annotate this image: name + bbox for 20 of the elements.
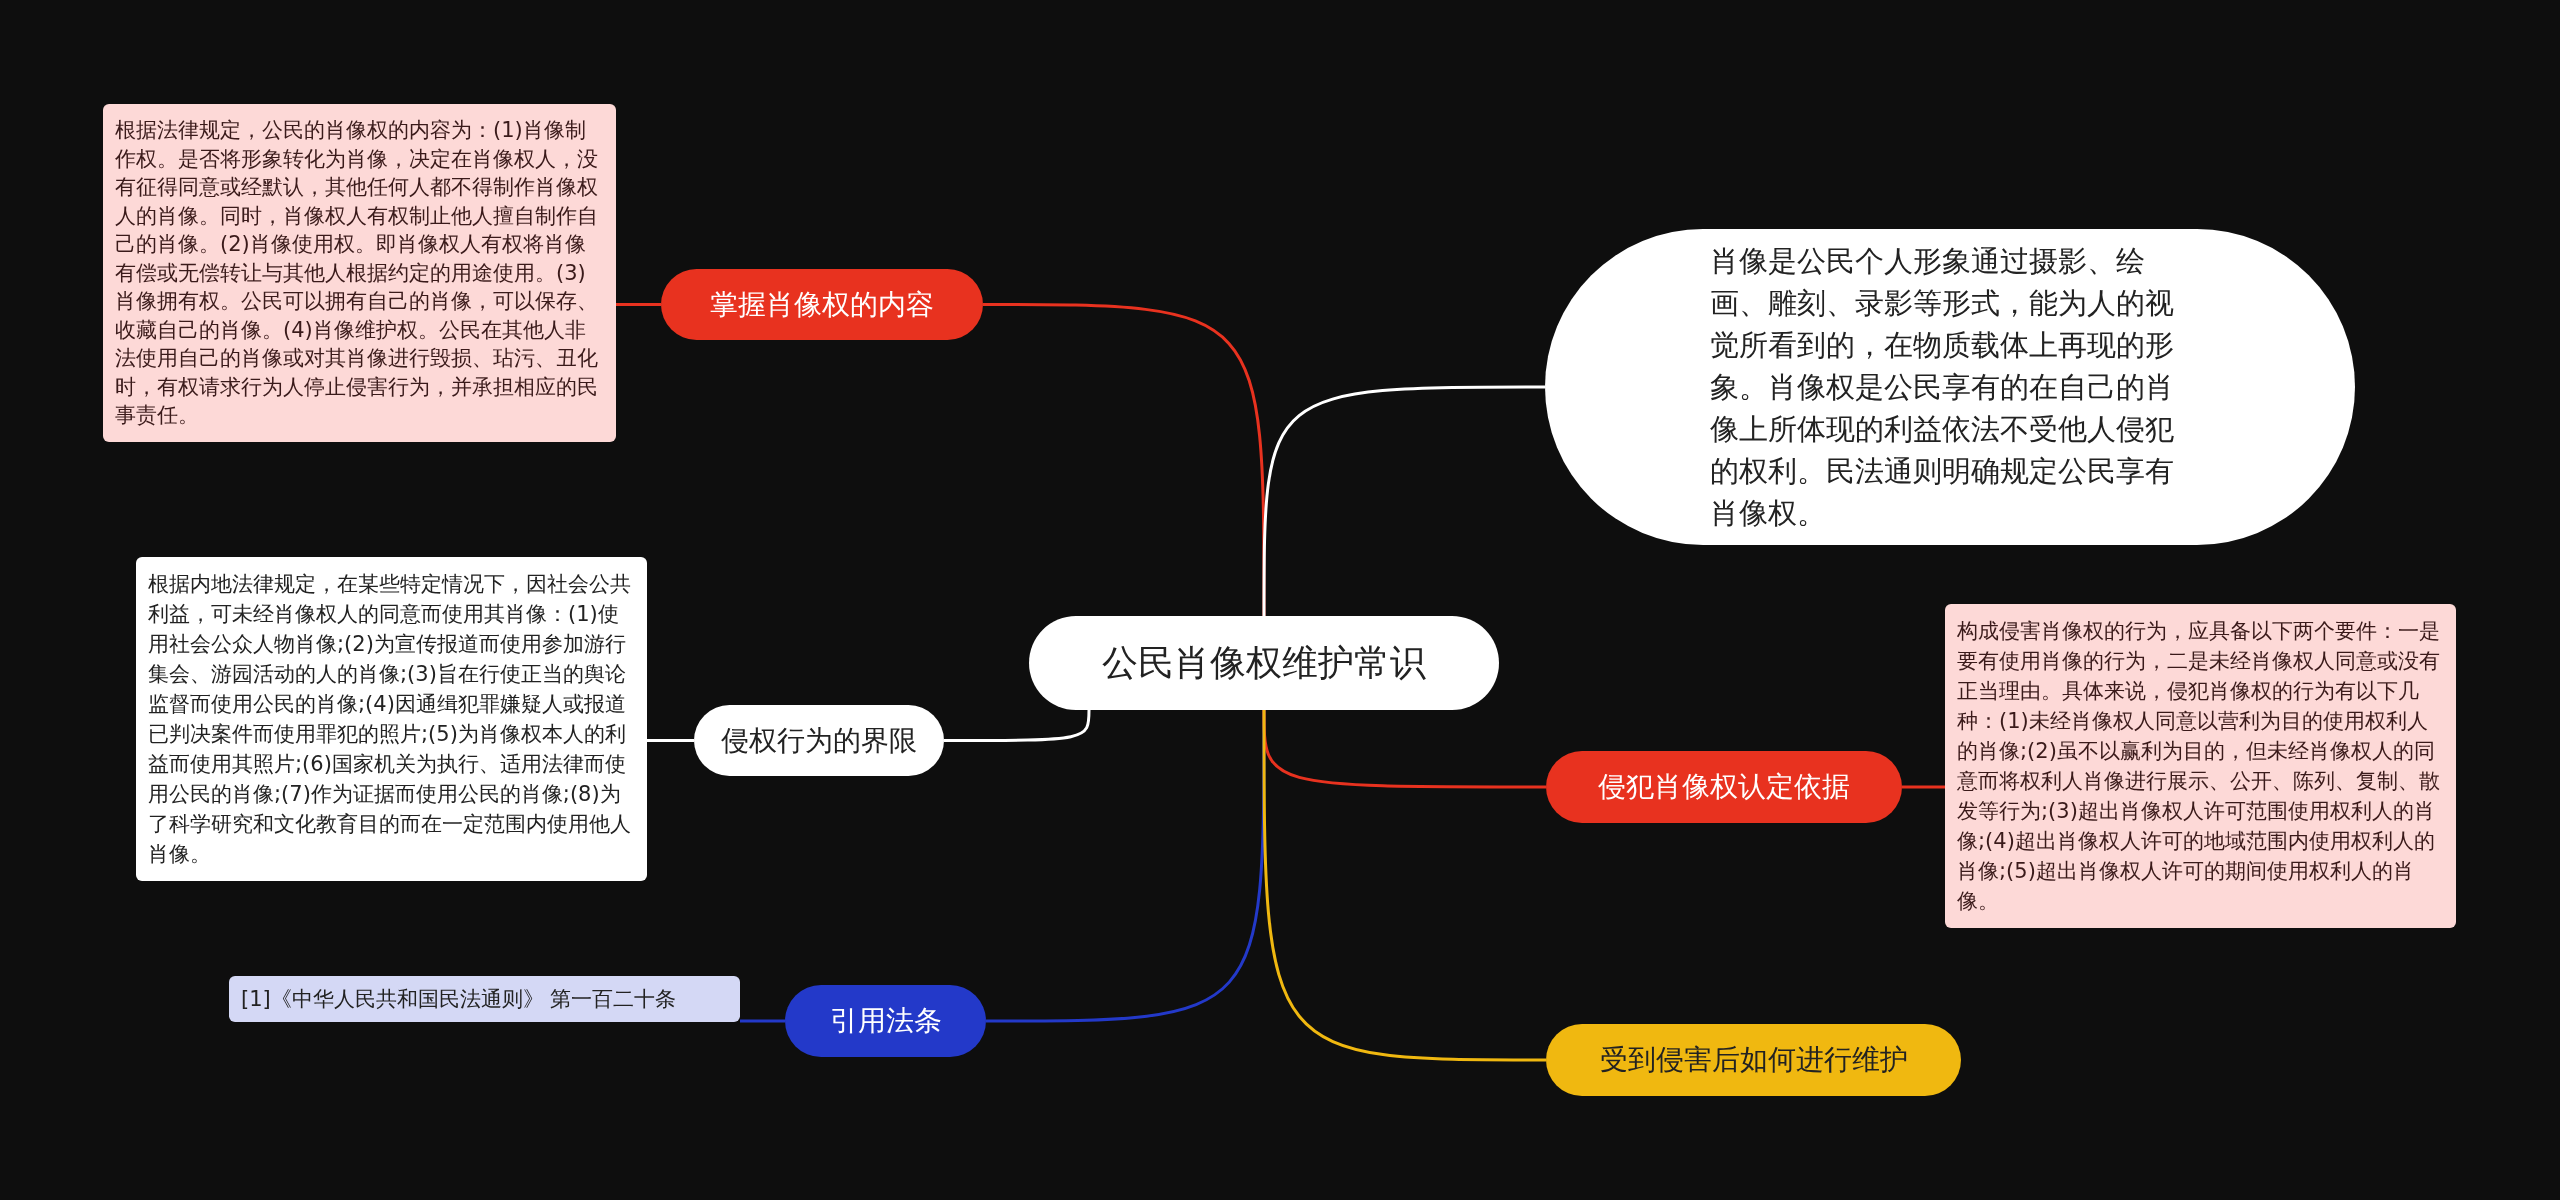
node-text: 公民肖像权维护常识 (1102, 641, 1426, 685)
node-text: [1]《中华人民共和国民法通则》 第一百二十条 (241, 986, 678, 1013)
note-card (229, 976, 740, 1022)
connector-line (983, 303, 1266, 616)
node-text: 侵犯肖像权认定依据 (1598, 769, 1850, 805)
connector-line (1262, 710, 1546, 1062)
node-text: 引用法条 (829, 1003, 942, 1039)
node-text: 根据法律规定，公民的肖像权的内容为：(1)肖像制作权。是否将形象转化为肖像，决定在肖像权人，没有征得同意或经默认，其他任何人都不得制作肖像权人的肖像。同时，肖像权人有权制止他人擅自制作自己的肖像。(2)肖像使用权。即肖像权人有权将肖像有偿或无偿转让与其他人根据约定的用途使用。(3)肖像拥有权。公民可以拥有自己的肖像，可以保存、收藏自己的肖像。(4)肖像维护权。公民在其他人非法使用自己的肖像或对其肖像进行毁损、玷污、丑化时，有权请求行为人停止侵害行为，并承担相应的民事责任。 (115, 117, 599, 429)
connector-line (740, 1019, 785, 1023)
node-text: 构成侵害肖像权的行为，应具备以下两个要件：一是要有使用肖像的行为，二是未经肖像权人同意或没有正当理由。具体来说，侵犯肖像权的行为有以下几种：(1)未经肖像权人同意以营利为目的使用权利人的肖像;(2)虽不以赢利为目的，但未经肖像权人的同意而将权利人肖像进行展示、公开、陈列、复制、散发等行为;(3)超出肖像权人许可范围使用权利人的肖像;(4)超出肖像权人许可的地域范围内使用权利人的肖像;(5)超出肖像权人许可的期间使用权利人的肖像。 (1957, 618, 2441, 915)
node-text: 掌握肖像权的内容 (710, 286, 934, 323)
node-text: 根据内地法律规定，在某些特定情况下，因社会公共利益，可未经肖像权人的同意而使用其肖像：(1)使用社会公众人物肖像;(2)为宣传报道而使用参加游行集会、游园活动的人的肖像;(3)旨在行使正当的舆论监督而使用公民的肖像;(4)因通缉犯罪嫌疑人或报道已判决案件而使用罪犯的照片;(5)为肖像权本人的利益而使用其照片;(6)国家机关为执行、适用法律而使用公民的肖像;(7)作为证据而使用公民的肖像;(8)为了科学研究和文化教育目的而在一定范围内使用他人肖像。 (148, 571, 632, 868)
connector-line (616, 303, 661, 306)
node-text: 肖像是公民个人形象通过摄影、绘画、雕刻、录影等形式，能为人的视觉所看到的，在物质载体上再现的形象。肖像权是公民享有的在自己的肖像上所体现的利益依法不受他人侵犯的权利。民法通则明确规定公民享有肖像权。 (1710, 243, 2175, 532)
connector-line (647, 739, 694, 742)
connector-line (986, 710, 1266, 1023)
node-text: 受到侵害后如何进行维护 (1599, 1042, 1908, 1078)
connector-line (1902, 785, 1945, 789)
connector-line (1262, 385, 1545, 616)
node-text: 侵权行为的界限 (721, 722, 917, 759)
